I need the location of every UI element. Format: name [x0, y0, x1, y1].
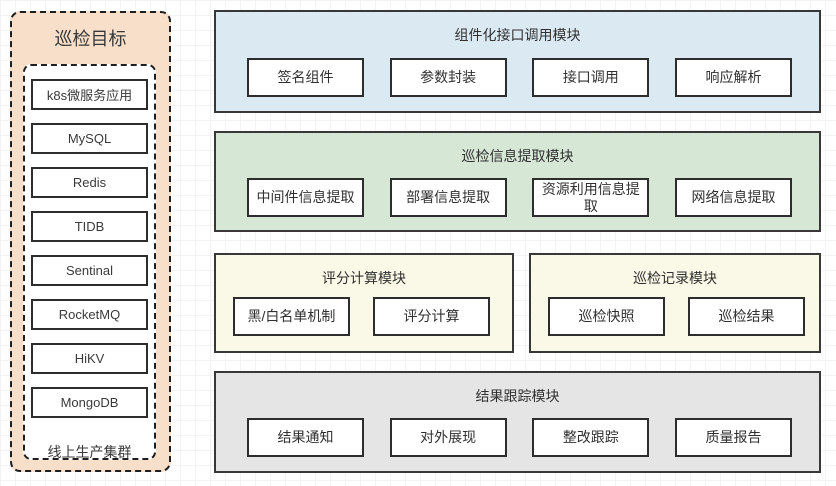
target-item-hikv[interactable]: HiKV	[31, 343, 148, 374]
module-inspection-record[interactable]: 巡检记录模块 巡检快照 巡检结果	[529, 253, 821, 353]
target-item-redis[interactable]: Redis	[31, 167, 148, 198]
shape-network-info-extract[interactable]: 网络信息提取	[674, 178, 792, 217]
module-api-call[interactable]: 组件化接口调用模块 签名组件 参数封装 接口调用 响应解析	[214, 10, 821, 113]
module-info-extract-row: 中间件信息提取 部署信息提取 资源利用信息提取 网络信息提取	[247, 178, 792, 217]
shape-api-invoke[interactable]: 接口调用	[532, 58, 650, 97]
production-cluster-group[interactable]: k8s微服务应用 MySQL Redis TIDB Sentinal Rocke…	[23, 64, 156, 460]
module-inspection-record-row: 巡检快照 巡检结果	[548, 297, 805, 336]
shape-black-white-list[interactable]: 黑/白名单机制	[233, 297, 350, 336]
shape-inspection-result[interactable]: 巡检结果	[688, 297, 805, 336]
module-result-track[interactable]: 结果跟踪模块 结果通知 对外展现 整改跟踪 质量报告	[214, 371, 821, 473]
shape-middleware-info-extract[interactable]: 中间件信息提取	[247, 178, 364, 217]
shape-rectify-tracking[interactable]: 整改跟踪	[532, 418, 650, 457]
cluster-footer-label: 线上生产集群	[47, 444, 132, 460]
inspection-target-title: 巡检目标	[54, 29, 127, 49]
shape-external-display[interactable]: 对外展现	[389, 418, 507, 457]
shape-quality-report[interactable]: 质量报告	[674, 418, 792, 457]
target-item-k8s[interactable]: k8s微服务应用	[31, 79, 148, 110]
module-api-call-title: 组件化接口调用模块	[454, 27, 581, 43]
shape-response-parse[interactable]: 响应解析	[674, 58, 792, 97]
target-item-mongodb[interactable]: MongoDB	[31, 387, 148, 418]
target-item-tidb[interactable]: TIDB	[31, 211, 148, 242]
module-info-extract-title: 巡检信息提取模块	[461, 148, 574, 164]
shape-param-wrap[interactable]: 参数封装	[389, 58, 507, 97]
shape-resource-usage-info-extract[interactable]: 资源利用信息提取	[532, 178, 650, 217]
module-result-track-row: 结果通知 对外展现 整改跟踪 质量报告	[247, 418, 792, 457]
shape-sign-component[interactable]: 签名组件	[247, 58, 364, 97]
inspection-target-panel[interactable]: 巡检目标 k8s微服务应用 MySQL Redis TIDB Sentinal …	[10, 11, 171, 472]
shape-score-calc[interactable]: 评分计算	[373, 297, 490, 336]
module-api-call-row: 签名组件 参数封装 接口调用 响应解析	[247, 58, 792, 97]
module-info-extract[interactable]: 巡检信息提取模块 中间件信息提取 部署信息提取 资源利用信息提取 网络信息提取	[214, 131, 821, 232]
shape-deploy-info-extract[interactable]: 部署信息提取	[389, 178, 507, 217]
target-item-mysql[interactable]: MySQL	[31, 123, 148, 154]
shape-inspection-snapshot[interactable]: 巡检快照	[548, 297, 665, 336]
module-inspection-record-title: 巡检记录模块	[633, 270, 717, 286]
module-score-calc-row: 黑/白名单机制 评分计算	[233, 297, 490, 336]
module-result-track-title: 结果跟踪模块	[475, 388, 560, 404]
module-score-calc-title: 评分计算模块	[322, 270, 406, 286]
target-item-rocketmq[interactable]: RocketMQ	[31, 299, 148, 330]
module-score-calc[interactable]: 评分计算模块 黑/白名单机制 评分计算	[214, 253, 514, 353]
target-item-sentinal[interactable]: Sentinal	[31, 255, 148, 286]
shape-result-notify[interactable]: 结果通知	[247, 418, 364, 457]
